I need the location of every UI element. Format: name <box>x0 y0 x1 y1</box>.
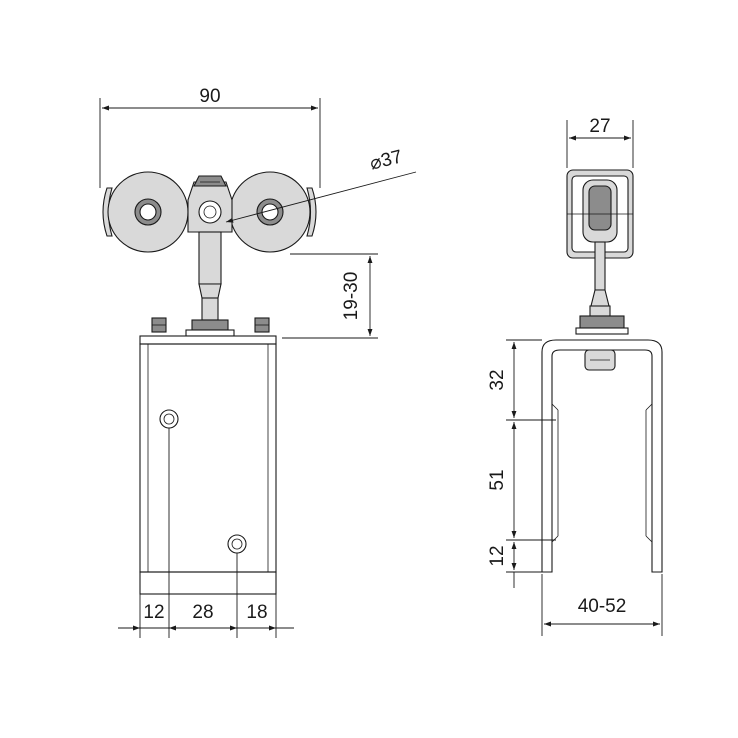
right-wheel-rim <box>306 187 317 237</box>
mounting-plate <box>139 335 277 345</box>
side-wheel-hub <box>588 185 612 231</box>
dim-overall-width: 90 <box>199 86 220 107</box>
front-view <box>99 98 417 638</box>
side-stem <box>594 241 606 291</box>
stem-lower <box>201 297 219 321</box>
dim-slot-middle: 51 <box>487 469 508 490</box>
mount-hole-lower <box>227 534 247 554</box>
stem <box>198 231 222 285</box>
dim-wheel-width: 27 <box>589 116 610 137</box>
yoke-top <box>193 175 227 187</box>
dim-bracket-width: 40-52 <box>578 596 627 617</box>
right-wheel-hub <box>261 203 279 221</box>
mount-hole-upper <box>159 409 179 429</box>
dim-hole-spacing: 28 <box>192 602 213 623</box>
dim-hole-offset-right: 18 <box>246 602 267 623</box>
center-axle <box>198 200 222 224</box>
stem-washer <box>185 329 235 337</box>
dim-wheel-diameter: ⌀37 <box>368 146 405 174</box>
stem-cone <box>198 283 222 299</box>
dim-slot-bottom: 12 <box>487 545 508 566</box>
side-stem-nut <box>579 315 625 329</box>
dim-stem-height: 19-30 <box>341 272 362 321</box>
bracket-body <box>139 343 277 573</box>
side-view <box>506 120 663 636</box>
stem-nut <box>191 319 229 331</box>
dim-hole-offset-left: 12 <box>143 602 164 623</box>
left-wheel-hub <box>139 203 157 221</box>
dim-slot-top: 32 <box>487 369 508 390</box>
u-bracket <box>541 339 663 573</box>
